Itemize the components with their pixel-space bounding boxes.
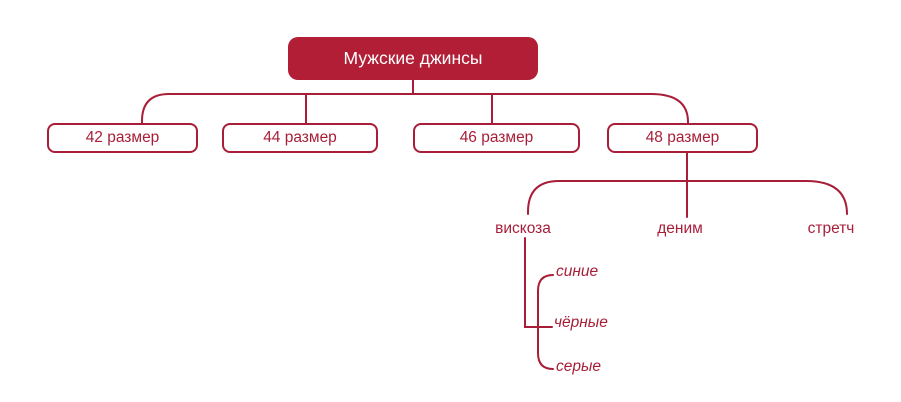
root-node: Мужские джинсы [288,37,538,80]
size-node-42: 42 размер [47,123,198,153]
size-node-46: 46 размер [413,123,580,153]
size-node-44: 44 размер [222,123,378,153]
sizes-rail-connector [141,93,689,124]
colors-bracket-connector [537,274,554,370]
material-label-stretch: стретч [807,220,855,237]
material-label-denim: деним [657,220,703,237]
color-label-black: чёрные [554,314,608,331]
material-label-viscose: вискоза [495,220,551,237]
viscose-stem-connector [524,237,553,328]
materials-rail-connector [527,180,848,215]
color-label-blue: синие [556,263,599,280]
size-node-48: 48 размер [607,123,758,153]
color-label-gray: серые [556,358,602,375]
